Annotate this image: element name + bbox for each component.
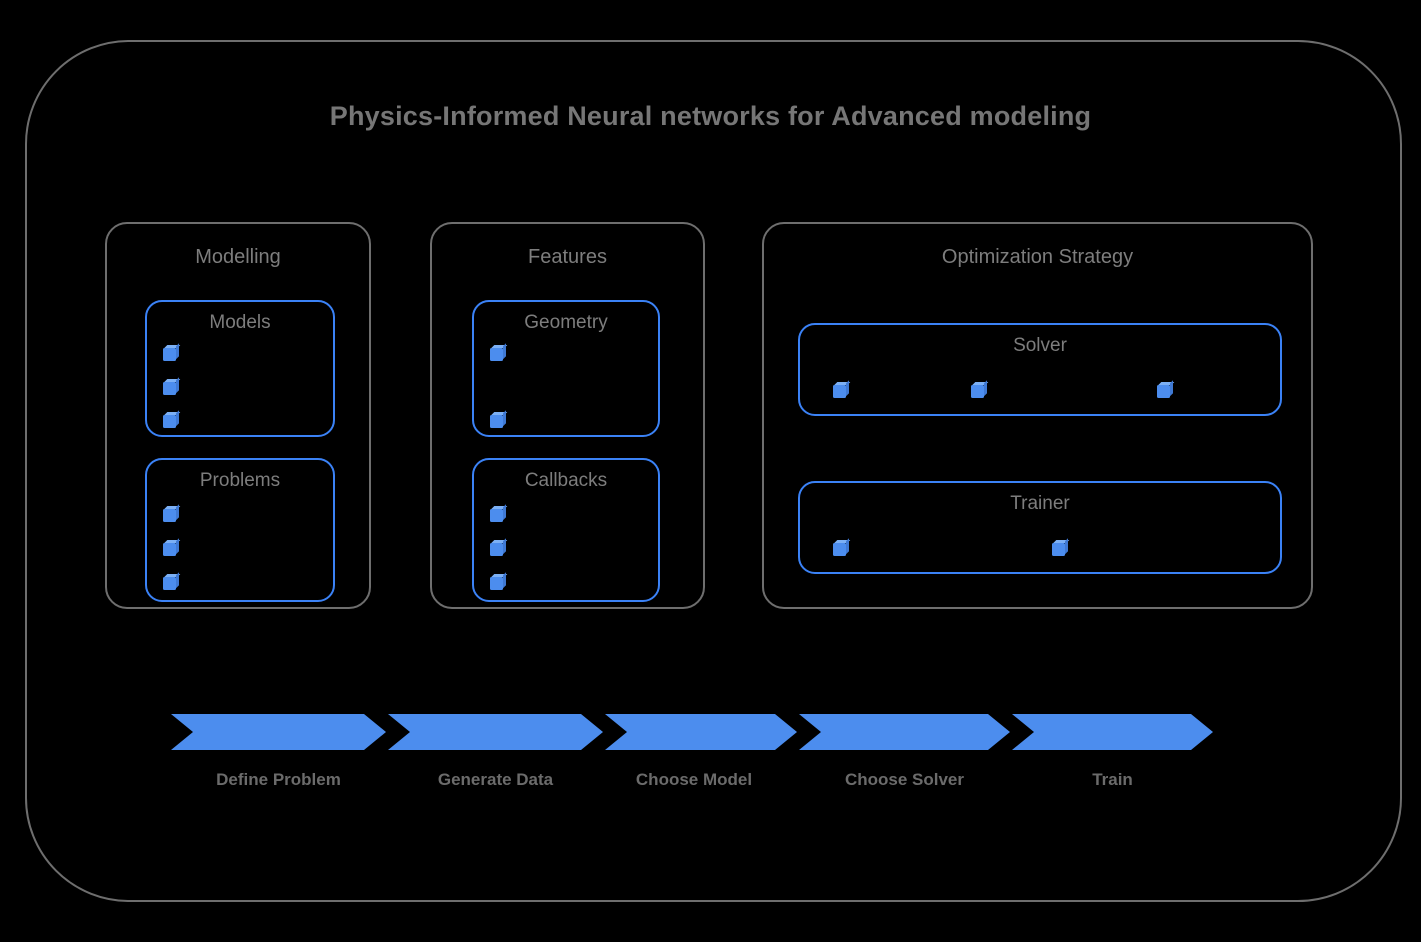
group-panel-features: Features bbox=[430, 222, 705, 609]
list-marker bbox=[163, 543, 176, 556]
flow-step-label: Choose Model bbox=[635, 770, 753, 789]
card-title-problems: Problems bbox=[199, 470, 281, 491]
group-panel-optimization: Optimization Strategy bbox=[762, 222, 1313, 609]
card-title-trainer: Trainer bbox=[1010, 493, 1070, 514]
list-marker bbox=[1052, 543, 1065, 556]
card-callbacks[interactable]: Callbacks bbox=[472, 458, 660, 602]
list-marker bbox=[490, 509, 503, 522]
flow-step-choose-model[interactable] bbox=[605, 714, 797, 750]
group-title-optimization: Optimization Strategy bbox=[941, 246, 1134, 268]
list-marker bbox=[163, 382, 176, 395]
flow-step-choose-solver[interactable] bbox=[799, 714, 1010, 750]
workflow-flow: Define Problem Generate Data Choose Mode… bbox=[0, 714, 1421, 804]
card-title-geometry: Geometry bbox=[524, 312, 608, 333]
flow-step-generate-data[interactable] bbox=[388, 714, 603, 750]
group-title-modelling: Modelling bbox=[195, 246, 281, 268]
group-title-features: Features bbox=[528, 246, 607, 268]
flow-step-train[interactable] bbox=[1012, 714, 1213, 750]
card-trainer[interactable]: Trainer bbox=[798, 481, 1282, 574]
page-title: Physics-Informed Neural networks for Adv… bbox=[329, 101, 1092, 131]
list-marker bbox=[163, 348, 176, 361]
flow-step-label: Generate Data bbox=[437, 770, 554, 789]
list-marker bbox=[163, 577, 176, 590]
flow-step-label: Choose Solver bbox=[844, 770, 965, 789]
list-marker bbox=[1157, 385, 1170, 398]
card-title-models: Models bbox=[209, 312, 271, 333]
list-marker bbox=[490, 543, 503, 556]
list-marker bbox=[833, 385, 846, 398]
list-marker bbox=[490, 348, 503, 361]
outer-frame bbox=[25, 40, 1402, 902]
card-problems[interactable]: Problems bbox=[145, 458, 335, 602]
card-solver[interactable]: Solver bbox=[798, 323, 1282, 416]
card-models[interactable]: Models bbox=[145, 300, 335, 437]
list-marker bbox=[163, 509, 176, 522]
card-title-solver: Solver bbox=[1013, 335, 1067, 356]
list-marker bbox=[490, 577, 503, 590]
flow-step-define-problem[interactable] bbox=[171, 714, 386, 750]
group-panel-modelling: Modelling bbox=[105, 222, 371, 609]
list-marker bbox=[490, 415, 503, 428]
card-geometry[interactable]: Geometry bbox=[472, 300, 660, 437]
flow-step-label: Define Problem bbox=[216, 770, 341, 789]
list-marker bbox=[833, 543, 846, 556]
card-title-callbacks: Callbacks bbox=[524, 470, 608, 491]
list-marker bbox=[163, 415, 176, 428]
flow-step-label: Train bbox=[1092, 770, 1133, 789]
list-marker bbox=[971, 385, 984, 398]
